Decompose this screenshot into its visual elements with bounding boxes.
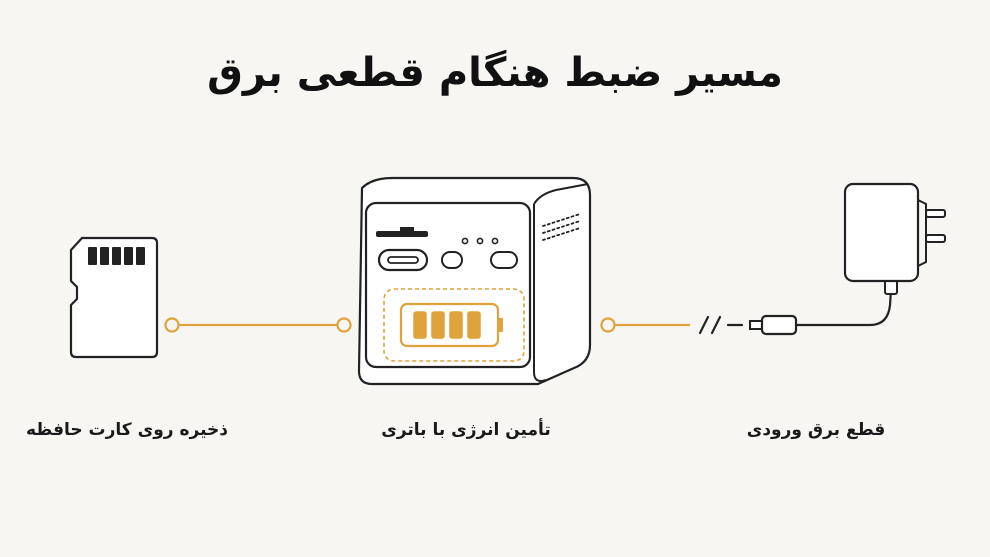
battery-device-icon	[357, 176, 592, 386]
battery-cell	[449, 311, 463, 339]
battery-cell	[431, 311, 445, 339]
battery-cell	[413, 311, 427, 339]
page-title: مسیر ضبط هنگام قطعی برق	[207, 50, 783, 96]
stage-label-battery: تأمین انرژی با باتری	[381, 420, 551, 440]
connector-line-left	[164, 317, 352, 333]
sd-card-icon	[69, 236, 159, 359]
battery-cell	[467, 311, 481, 339]
stage-label-power-cut: قطع برق ورودی	[746, 420, 886, 440]
battery-indicator	[399, 302, 503, 348]
connector-line-right	[600, 315, 744, 335]
stage-label-memory-card: ذخیره روی کارت حافظه	[26, 420, 228, 440]
power-adapter-icon	[749, 182, 946, 336]
